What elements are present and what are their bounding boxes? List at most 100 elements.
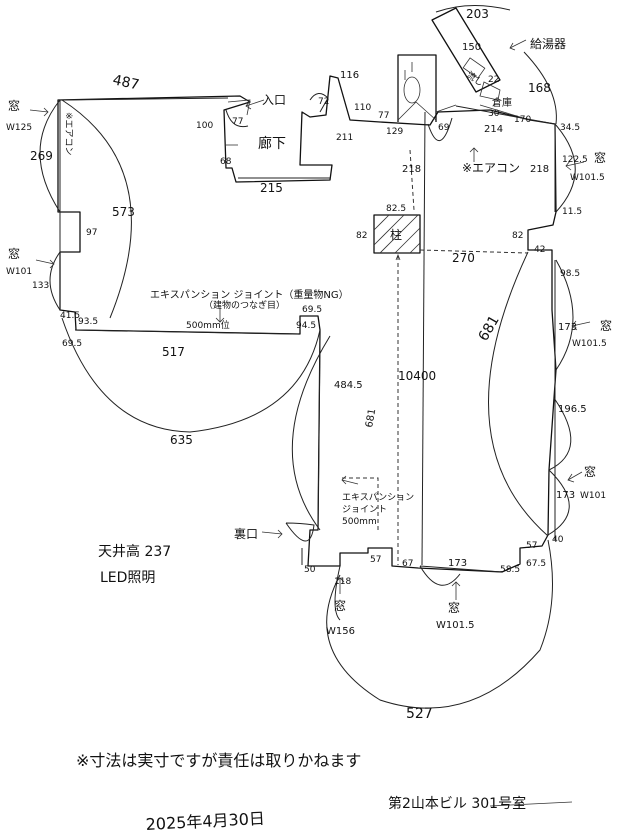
dim-57a: 57 [370, 555, 381, 565]
arrow-icon [341, 475, 359, 485]
window-label-left2: 窓 [8, 246, 20, 261]
arc-573 [61, 99, 132, 319]
arc-681 [488, 251, 549, 537]
back-door-icon [285, 522, 315, 542]
dim-517: 517 [162, 345, 185, 359]
dim-681b: 681 [364, 408, 378, 429]
dim-115: 11.5 [562, 207, 582, 217]
dim-985: 98.5 [560, 269, 580, 279]
arrow-icon [571, 320, 591, 331]
dim-695: 69.5 [302, 305, 322, 315]
pillar-block [373, 214, 421, 254]
arrow-icon [565, 160, 585, 171]
entrance-door-icon [225, 109, 249, 128]
dim-40: 40 [552, 535, 564, 545]
arrow-icon [215, 305, 225, 323]
dim-77b: 77 [378, 111, 389, 121]
drawing-date: 2025年4月30日 [145, 809, 265, 834]
window-width-right2: W101.5 [572, 339, 607, 349]
dim-214: 214 [484, 124, 503, 135]
lighting-label: LED照明 [100, 570, 155, 586]
dim-585: 58.5 [500, 565, 520, 575]
expansion-joint2-line2: ジョイント [342, 505, 387, 515]
dim-1965: 196.5 [558, 404, 587, 415]
dim-170: 170 [514, 115, 531, 125]
kitchen-block [397, 54, 437, 122]
dim-945: 94.5 [296, 321, 316, 331]
sink-icon [403, 76, 421, 104]
dim-168: 168 [528, 81, 551, 95]
expansion-joint-width: 500mm位 [186, 319, 230, 331]
dim-935: 93.5 [78, 317, 98, 327]
dim-270: 270 [452, 251, 475, 265]
dim-50: 50 [304, 565, 316, 575]
expansion-joint2-line1: エキスパンション [342, 492, 414, 503]
dim-57b: 57 [526, 541, 537, 551]
window-label-bottom2: 窓 [448, 600, 460, 615]
dim-77a: 77 [232, 117, 243, 127]
expansion-joint-label: エキスパンション ジョイント（重量物NG） [150, 288, 349, 301]
arrow-icon [509, 39, 527, 51]
building-room-label: 第2山本ビル 301号室 [388, 795, 526, 812]
dim-825: 82.5 [386, 204, 406, 214]
back-entrance-label: 裏口 [234, 526, 258, 541]
window-width-left2: W101 [6, 267, 32, 277]
entrance-label: 入口 [262, 93, 286, 107]
dim-269: 269 [30, 149, 53, 163]
dim-211: 211 [336, 133, 353, 143]
dim-82b: 82 [512, 231, 523, 241]
arrow-icon [245, 99, 265, 110]
dim-150: 150 [462, 42, 481, 53]
dim-67: 67 [402, 559, 413, 569]
dim-635: 635 [170, 433, 193, 447]
dim-72: 72 [318, 97, 329, 107]
dim-215: 215 [260, 181, 283, 195]
arc-527 [326, 539, 553, 709]
arrow-icon [395, 253, 401, 261]
window-label-right1: 窓 [594, 150, 606, 165]
dim-415: 41.5 [60, 311, 80, 321]
arrow-icon [335, 577, 345, 594]
dim-69: 69 [438, 123, 450, 133]
arc-681-inner [291, 335, 331, 531]
window-label-right2: 窓 [600, 318, 612, 333]
dim-218b: 218 [530, 164, 549, 175]
dim-118: 118 [334, 577, 351, 587]
expansion-joint2-line3: 500mm [342, 517, 377, 527]
arrow-icon [469, 147, 479, 162]
window-width-bottom1: W156 [326, 626, 355, 637]
dim-695c: 69.5 [62, 339, 82, 349]
dim-100: 100 [196, 121, 213, 131]
arc-635 [61, 317, 321, 433]
dim-675: 67.5 [526, 559, 546, 569]
dim-573: 573 [112, 205, 135, 219]
pillar-label: 柱 [390, 227, 402, 242]
dim-487: 487 [111, 72, 140, 93]
dim-345: 34.5 [560, 123, 580, 133]
window-width-left1: W125 [6, 123, 32, 133]
dim-173b: 173 [556, 490, 575, 501]
arrow-icon [567, 471, 583, 483]
arrow-icon [29, 107, 49, 117]
dim-68: 68 [220, 157, 232, 167]
dim-30: 30 [488, 109, 500, 119]
dim-22: 22 [488, 75, 499, 85]
corridor-door-icon [309, 93, 329, 113]
window-width-right3: W101 [580, 491, 606, 501]
water-heater-block [431, 7, 501, 101]
storage-label: 倉庫 [492, 96, 512, 109]
dim-173a: 173 [558, 322, 577, 333]
dim-116: 116 [340, 70, 359, 81]
dim-97: 97 [86, 228, 97, 238]
arrow-icon [35, 259, 55, 269]
aircon-label-left: ※エアコン [63, 112, 73, 156]
expansion-joint-sub: （建物のつなぎ目） [204, 299, 285, 311]
dim-133: 133 [32, 281, 49, 291]
window-label-right3: 窓 [584, 464, 596, 479]
dim-4845: 484.5 [334, 380, 363, 391]
corridor-label: 廊下 [258, 135, 286, 152]
arrow-icon [261, 529, 283, 539]
dim-42: 42 [534, 245, 545, 255]
window-label-left1: 窓 [8, 98, 20, 113]
